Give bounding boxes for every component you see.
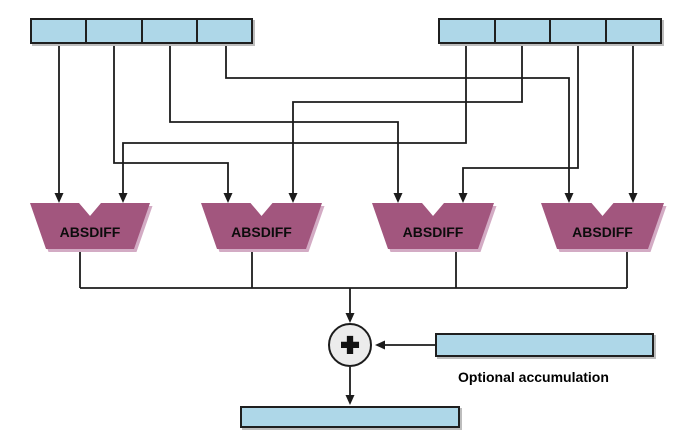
wire-lane-b2-to-absdiff3-right [462,45,579,196]
wire-lane-b0-to-absdiff1-right [122,45,467,196]
register-lane [87,20,143,42]
register-lane [496,20,551,42]
absdiff-unit-1: ABSDIFF [30,203,153,252]
absdiff-body [201,203,322,249]
absdiff-unit-2: ABSDIFF [201,203,325,252]
wire-lane-a2-to-absdiff3-left [169,45,399,196]
adder: + [328,323,372,367]
absdiff-label: ABSDIFF [572,224,633,240]
wire-lane-b1-to-absdiff2-right [292,45,523,196]
arrowhead [345,395,355,405]
absdiff-label: ABSDIFF [403,224,464,240]
absdiff-body [541,203,664,249]
result-register [240,406,460,428]
absdiff-body [372,203,494,249]
output-bus [79,249,628,289]
accumulator-register [435,333,654,357]
wire-lane-a3-to-absdiff4-left [225,45,570,196]
arrowhead [458,193,468,203]
absdiff-unit-3: ABSDIFF [372,203,497,252]
register-lane [198,20,251,42]
arrowhead [288,193,298,203]
source-register-b [438,18,662,44]
absdiff-unit-4: ABSDIFF [541,203,667,252]
absdiff-label: ABSDIFF [231,224,292,240]
adder-circle [328,323,372,367]
arrowhead [375,340,385,350]
arrowhead [223,193,233,203]
register-lane [551,20,607,42]
arrowhead [628,193,638,203]
register-lane [143,20,198,42]
optional-accumulation-label: Optional accumulation [458,369,609,385]
wire-lane-a1-to-absdiff2-left [113,45,229,196]
register-lane [607,20,661,42]
register-lane [440,20,496,42]
arrowhead [564,193,574,203]
register-lane [32,20,88,42]
arrowhead [118,193,128,203]
arrowhead [345,313,355,323]
source-register-a [30,18,253,44]
absdiff-label: ABSDIFF [60,224,121,240]
arrowheads [54,193,638,405]
plus-symbol: + [341,329,359,362]
absdiff-body [30,203,150,249]
wires [58,45,634,398]
arrowhead [54,193,64,203]
arrowhead [393,193,403,203]
